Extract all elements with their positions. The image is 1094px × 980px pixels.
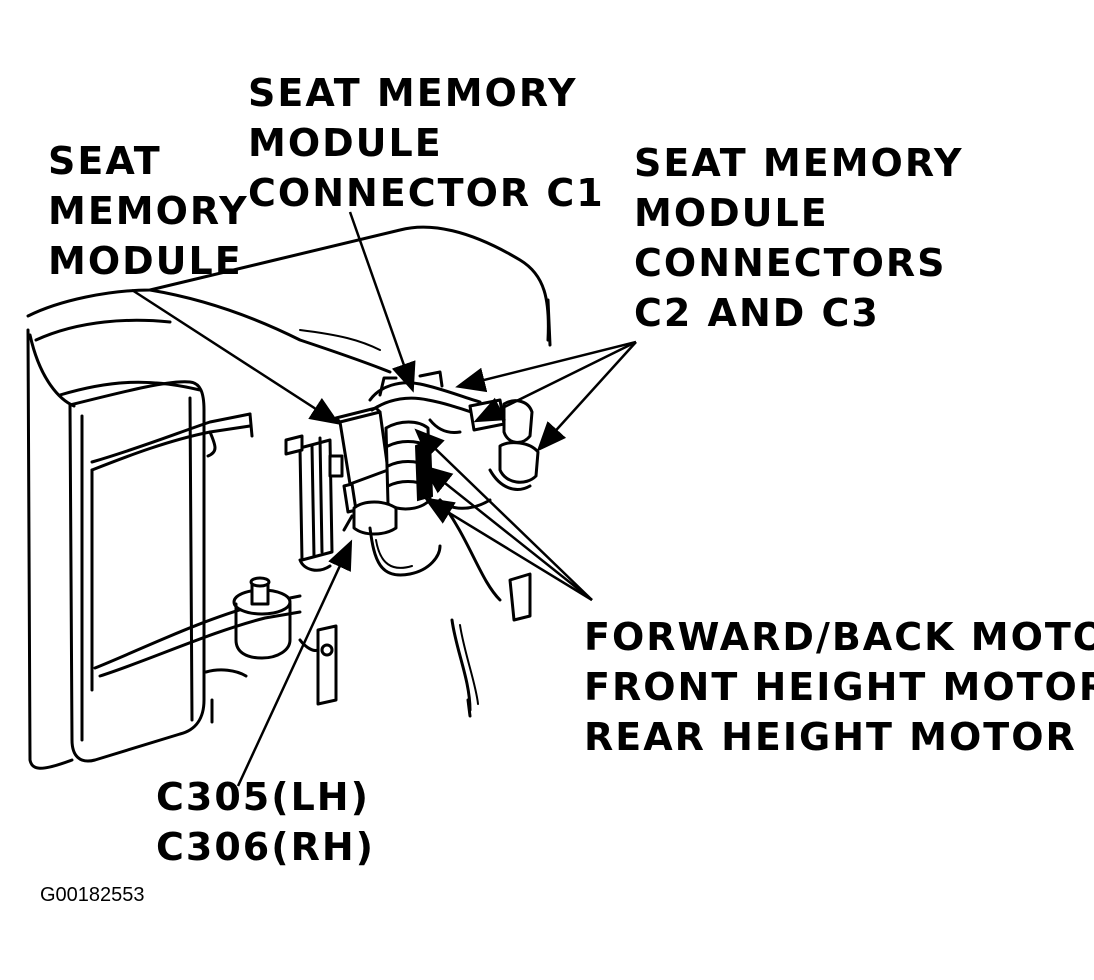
upper-rail xyxy=(90,412,254,472)
label-motors: FORWARD/BACK MOTOR FRONT HEIGHT MOTOR RE… xyxy=(584,612,1094,762)
leader-c3b xyxy=(536,341,637,452)
label-connector-c1: SEAT MEMORY MODULE CONNECTOR C1 xyxy=(248,68,605,218)
seat-side-panel xyxy=(26,328,206,770)
label-line: MODULE xyxy=(48,239,243,283)
label-line: SEAT MEMORY xyxy=(634,141,964,185)
figure-id: G00182553 xyxy=(40,884,145,906)
leader-motor-3 xyxy=(423,497,593,602)
seat-cushion xyxy=(26,225,552,397)
leader-c1 xyxy=(348,211,416,393)
leader-module xyxy=(131,288,341,425)
label-harness-connectors: C305(LH) C306(RH) xyxy=(156,772,375,872)
label-line: SEAT xyxy=(48,139,162,183)
label-line: MODULE xyxy=(634,191,829,235)
leader-c2 xyxy=(455,340,637,393)
label-line: REAR HEIGHT MOTOR xyxy=(584,715,1077,759)
leader-harness xyxy=(236,539,353,787)
label-connectors-c2-c3: SEAT MEMORY MODULE CONNECTORS C2 AND C3 xyxy=(634,138,964,338)
memory-module-box xyxy=(328,406,390,514)
label-line: MODULE xyxy=(248,121,443,165)
label-line: FORWARD/BACK MOTOR xyxy=(584,615,1094,659)
label-line: MEMORY xyxy=(48,189,249,233)
leader-motor-1 xyxy=(414,428,593,601)
label-line: CONNECTOR C1 xyxy=(248,171,605,215)
leader-c3a xyxy=(473,340,637,423)
label-line: CONNECTORS xyxy=(634,241,947,285)
track-bracket xyxy=(284,434,338,706)
label-seat-memory-module: SEAT MEMORY MODULE xyxy=(48,136,249,286)
label-line: C2 AND C3 xyxy=(634,291,880,335)
label-line: FRONT HEIGHT MOTOR xyxy=(584,665,1094,709)
label-line: SEAT MEMORY xyxy=(248,71,578,115)
label-line: C306(RH) xyxy=(156,825,376,869)
lower-rail xyxy=(93,576,302,724)
leader-motor-2 xyxy=(422,464,593,601)
label-line: C305(LH) xyxy=(156,775,370,819)
